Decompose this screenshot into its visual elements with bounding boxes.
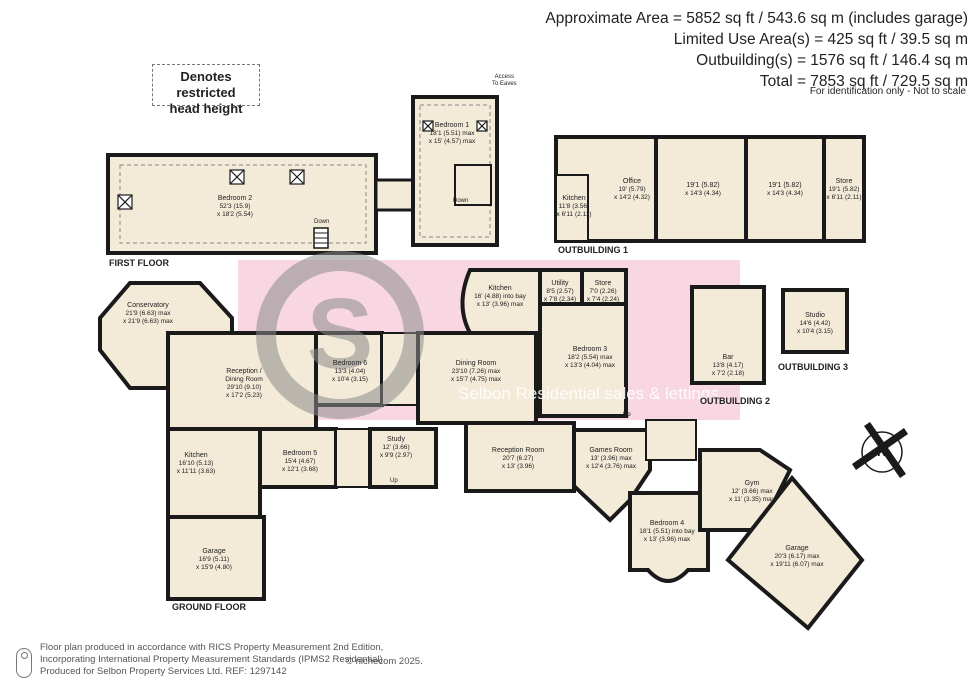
ob1-store	[822, 135, 866, 243]
accessibility-person-icon	[16, 648, 32, 678]
watermark-logo: S	[256, 251, 424, 419]
footer-line: Floor plan produced in accordance with R…	[40, 642, 384, 653]
watermark-caption: Selbon Residential sales & lettings	[458, 384, 719, 403]
kitchen-room	[460, 268, 542, 335]
first-floor-label: FIRST FLOOR	[109, 258, 169, 268]
bedroom3-room	[538, 302, 628, 418]
area-line: Outbuilding(s) = 1576 sq ft / 146.4 sq m	[696, 52, 968, 69]
outbuilding1-label: OUTBUILDING 1	[558, 245, 629, 255]
area-summary: Approximate Area = 5852 sq ft / 543.6 sq…	[545, 8, 968, 92]
bedroom4-room	[628, 491, 710, 583]
outbuilding3-label: OUTBUILDING 3	[778, 362, 849, 372]
area-line: Total = 7853 sq ft / 729.5 sq m	[759, 73, 968, 90]
outbuilding2-label: OUTBUILDING 2	[700, 396, 771, 406]
restricted-head-height-key: Denotes restricted head height	[152, 64, 260, 116]
ground-floor	[98, 268, 865, 631]
identification-note: For identification only - Not to scale	[809, 86, 966, 97]
copyright-text: © nichecom 2025.	[346, 656, 423, 667]
area-line: Approximate Area = 5852 sq ft / 543.6 sq…	[545, 10, 968, 27]
first-floor	[106, 95, 499, 255]
footer-line: Incorporating International Property Mea…	[40, 654, 386, 665]
north-letter: N	[877, 443, 888, 459]
stairs-down-label: Down	[314, 219, 330, 225]
watermark-text: Selbon Residential sales & lettings	[458, 300, 748, 404]
bedroom5-room	[258, 427, 338, 489]
ob1-room3	[744, 135, 826, 243]
area-line: Limited Use Area(s) = 425 sq ft / 39.5 s…	[673, 31, 968, 48]
stairs-up-label: Up	[623, 412, 631, 418]
north-arrow	[852, 422, 908, 478]
footer-line: Produced for Selbon Property Services Lt…	[40, 666, 287, 677]
key-line: Denotes restricted	[176, 69, 236, 100]
studio-room	[781, 288, 849, 354]
footer-notes: Floor plan produced in accordance with R…	[40, 642, 385, 678]
ob1-kitchen	[555, 174, 589, 242]
label-ob1-room2: 19'1 (5.82)x 14'3 (4.34)	[685, 182, 721, 197]
garage-left-room	[166, 515, 266, 601]
svg-text:S: S	[307, 278, 374, 390]
bar-room	[690, 285, 766, 385]
stairs-down-label: Down	[453, 198, 469, 204]
stairs-up-label: Up	[390, 478, 398, 484]
gf-kitchen-room	[166, 427, 262, 519]
label-ob1-room3: 19'1 (5.82)x 14'3 (4.34)	[767, 182, 803, 197]
key-line: head height	[169, 101, 243, 116]
outbuilding1	[554, 135, 866, 243]
ground-floor-label: GROUND FLOOR	[172, 602, 246, 612]
garage-right-room	[725, 474, 865, 631]
study-room	[368, 427, 438, 489]
